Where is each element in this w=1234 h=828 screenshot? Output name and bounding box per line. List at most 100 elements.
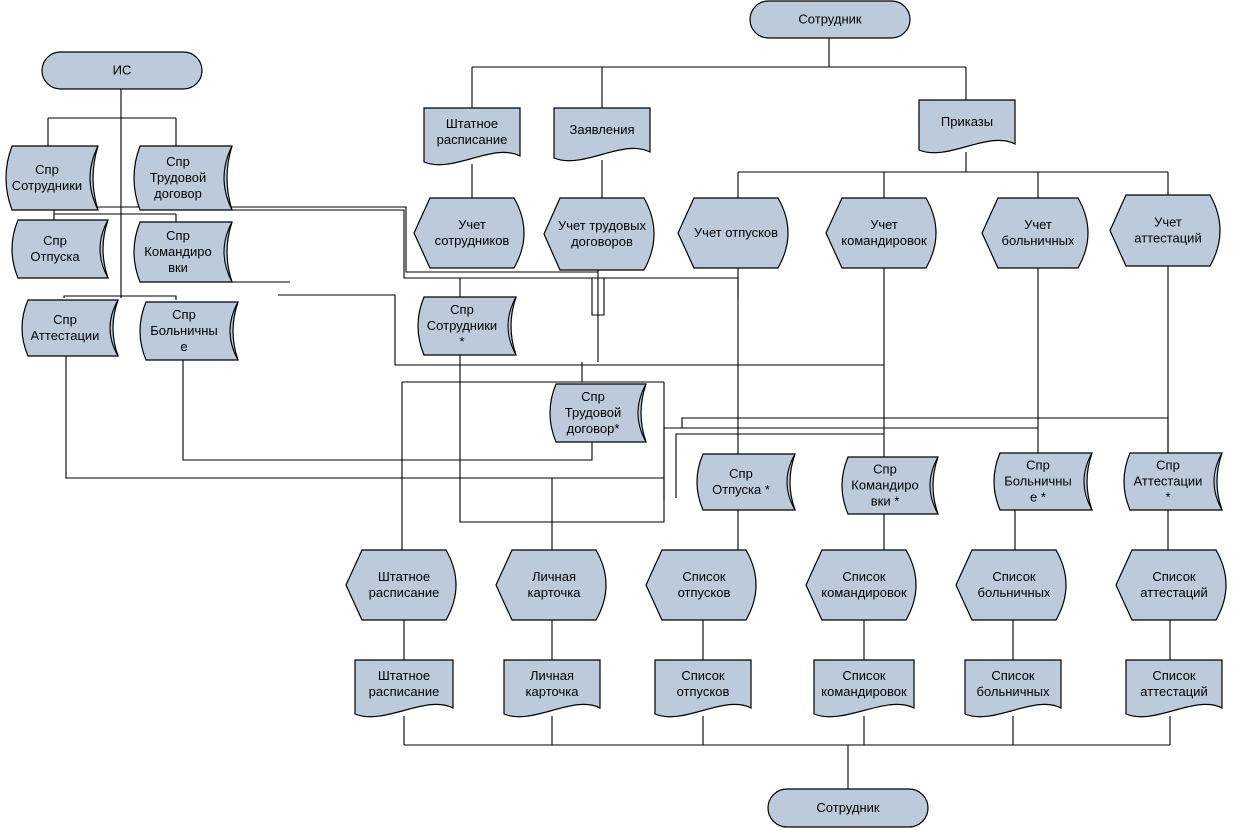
node-label: Аттестации — [1134, 474, 1203, 489]
node-label: расписание — [437, 132, 508, 147]
node-label: больничных — [1002, 233, 1075, 248]
node-label: Спр — [873, 462, 897, 477]
document-shape — [553, 107, 651, 162]
node-label: Список — [842, 668, 886, 683]
process-shape — [825, 197, 937, 269]
node-label: Список — [991, 668, 1035, 683]
process-shape — [543, 197, 655, 271]
node-label: Спр — [166, 154, 190, 169]
node-label: Спр — [729, 466, 753, 481]
node-label: е — [180, 339, 187, 354]
node-label: аттестаций — [1134, 231, 1201, 246]
node-label: Список — [681, 668, 725, 683]
node-label: Учет отпусков — [694, 225, 778, 240]
document-shape — [354, 659, 454, 718]
node-label: карточка — [528, 585, 582, 600]
node-label: Трудовой — [150, 170, 206, 185]
storage-edge — [109, 299, 119, 357]
node-sotrudnik-bottom: Сотрудник — [767, 788, 929, 828]
node-is: ИС — [41, 51, 203, 90]
storage-edge — [507, 296, 517, 356]
node-label: Список — [682, 569, 726, 584]
node-label: Личная — [530, 668, 574, 683]
node-label: Аттестации — [31, 328, 100, 343]
node-label: Заявления — [569, 122, 634, 137]
terminator-shape — [41, 51, 203, 90]
node-label: Командиро — [851, 478, 918, 493]
document-shape — [654, 659, 752, 718]
node-label: отпусков — [677, 684, 730, 699]
storage-edge — [89, 145, 99, 211]
node-label: Сотрудник — [798, 12, 861, 27]
document-shape — [918, 99, 1016, 154]
node-label: карточка — [526, 684, 580, 699]
node-label: Учет — [1024, 217, 1052, 232]
node-label: расписание — [369, 585, 440, 600]
node-label: Список — [1152, 668, 1196, 683]
document-shape — [964, 659, 1062, 718]
node-label: Спр — [1026, 458, 1050, 473]
node-label: Спр — [172, 307, 196, 322]
node-label: отпусков — [678, 585, 731, 600]
node-sotrudnik-top: Сотрудник — [749, 0, 911, 39]
terminator-shape — [749, 0, 911, 39]
node-label: Спр — [53, 312, 77, 327]
node-label: договор — [154, 186, 202, 201]
node-uchet-otp: Учет отпусков — [677, 197, 789, 269]
shapes-layer: СотрудникИСШтатноерасписаниеЗаявленияПри… — [5, 0, 1227, 828]
connector-lines — [47, 38, 1171, 789]
node-label: Спр — [450, 302, 474, 317]
process-shape — [1109, 194, 1221, 267]
node-label: договор* — [567, 421, 620, 436]
document-shape — [423, 107, 521, 166]
node-label: ИС — [113, 63, 132, 78]
document-shape — [503, 659, 601, 718]
document-shape — [1125, 659, 1223, 718]
node-label: * — [1165, 490, 1170, 505]
node-label: Личная — [532, 569, 576, 584]
node-label: договоров — [571, 234, 633, 249]
node-label: Больничны — [1004, 474, 1072, 489]
node-label: сотрудников — [435, 233, 510, 248]
node-label: Штатное — [378, 668, 430, 683]
node-label: Спр — [166, 228, 190, 243]
process-shape — [805, 549, 917, 621]
node-label: Спр — [1156, 458, 1180, 473]
node-label: е * — [1030, 490, 1046, 505]
storage-edge — [786, 453, 796, 511]
process-shape — [677, 197, 789, 269]
node-label: расписание — [369, 684, 440, 699]
terminator-shape — [767, 788, 929, 828]
node-label: больничных — [977, 684, 1050, 699]
node-label: Учет — [1154, 215, 1182, 230]
process-shape — [345, 549, 457, 621]
node-label: Отпуска — [30, 249, 80, 264]
node-label: Трудовой — [565, 405, 621, 420]
storage-edge — [229, 301, 239, 361]
process-shape — [645, 549, 757, 621]
document-shape — [813, 659, 915, 718]
process-shape — [1115, 549, 1227, 621]
node-label: Спр — [35, 162, 59, 177]
node-label: Спр — [581, 389, 605, 404]
storage-edge — [929, 456, 939, 515]
